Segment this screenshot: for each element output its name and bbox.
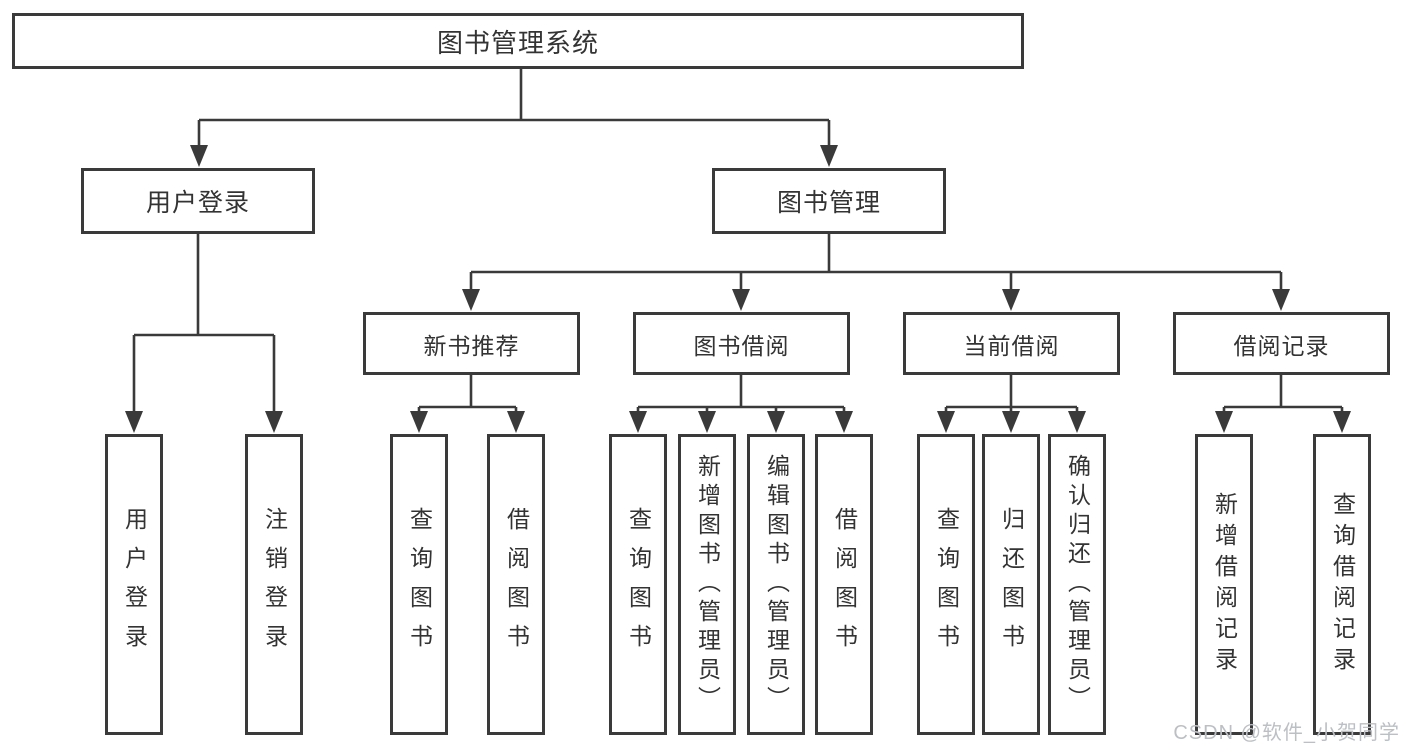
node-label: 归还图书	[998, 506, 1025, 663]
node-label: 编辑图书（管理员）	[763, 454, 790, 715]
arrow-leaf-cb-query	[937, 411, 955, 433]
connector-user-to-leaves	[132, 234, 276, 413]
node-nb-query-books: 查询图书	[390, 434, 448, 735]
node-user-login: 用户登录	[105, 434, 163, 735]
node-cb-query-books: 查询图书	[917, 434, 975, 735]
node-br-add-record: 新增借阅记录	[1195, 434, 1253, 735]
node-label: 图书管理	[776, 189, 881, 217]
node-new-book-recommend: 新书推荐	[363, 312, 580, 375]
node-label: 新增图书（管理员）	[694, 454, 721, 715]
node-label: 借阅图书	[503, 506, 530, 663]
node-label: 用户登录	[121, 506, 148, 663]
node-label: 图书管理系统	[436, 27, 599, 58]
arrow-new-books	[462, 289, 480, 311]
node-label: 查询借阅记录	[1329, 491, 1356, 678]
arrow-leaf-cb-return	[1002, 411, 1020, 433]
node-label: 借阅图书	[831, 506, 858, 663]
node-label: 用户登录	[145, 189, 250, 217]
node-current-borrowing: 当前借阅	[903, 312, 1120, 375]
connector-records-to-leaves	[1222, 375, 1344, 413]
arrow-current-borrowing	[1002, 289, 1020, 311]
node-bb-add-books-admin: 新增图书（管理员）	[678, 434, 736, 735]
watermark: CSDN @软件_小贺同学	[1173, 722, 1400, 744]
node-label: 当前借阅	[963, 332, 1060, 359]
node-user-login-branch: 用户登录	[81, 168, 315, 234]
arrow-leaf-bb-edit	[767, 411, 785, 433]
arrow-leaf-br-query	[1333, 411, 1351, 433]
arrow-borrowing-records	[1272, 289, 1290, 311]
node-bb-borrow-books: 借阅图书	[815, 434, 873, 735]
node-logout: 注销登录	[245, 434, 303, 735]
node-label: 新书推荐	[423, 332, 520, 359]
arrow-leaf-logout	[265, 411, 283, 433]
connector-current-to-leaves	[944, 375, 1079, 413]
connector-root-to-level2	[197, 69, 831, 147]
connector-borrowing-to-leaves	[636, 375, 846, 413]
connector-mgmt-to-level3	[469, 234, 1283, 291]
node-label: 新增借阅记录	[1211, 491, 1238, 678]
node-bb-edit-books-admin: 编辑图书（管理员）	[747, 434, 805, 735]
node-label: 确认归还（管理员）	[1064, 454, 1091, 715]
node-label: 借阅记录	[1233, 332, 1330, 359]
node-cb-return-books: 归还图书	[982, 434, 1040, 735]
node-label: 注销登录	[261, 506, 288, 663]
node-bb-query-books: 查询图书	[609, 434, 667, 735]
arrow-book-mgmt	[820, 145, 838, 167]
arrow-leaf-bb-add	[698, 411, 716, 433]
node-nb-borrow-books: 借阅图书	[487, 434, 545, 735]
arrowheads	[125, 145, 1351, 433]
node-cb-confirm-return-admin: 确认归还（管理员）	[1048, 434, 1106, 735]
node-label: 查询图书	[625, 506, 652, 663]
node-book-borrowing: 图书借阅	[633, 312, 850, 375]
arrow-leaf-bb-query	[629, 411, 647, 433]
arrow-leaf-user-login	[125, 411, 143, 433]
arrow-book-borrowing	[732, 289, 750, 311]
node-label: 查询图书	[933, 506, 960, 663]
arrow-leaf-nb-borrow	[507, 411, 525, 433]
arrow-user-login	[190, 145, 208, 167]
connector-newbooks-to-leaves	[417, 375, 518, 413]
node-label: 查询图书	[406, 506, 433, 663]
node-br-query-record: 查询借阅记录	[1313, 434, 1371, 735]
arrow-leaf-nb-query	[410, 411, 428, 433]
node-book-management-branch: 图书管理	[712, 168, 946, 234]
node-root: 图书管理系统	[12, 13, 1024, 69]
node-borrowing-records: 借阅记录	[1173, 312, 1390, 375]
arrow-leaf-cb-confirm	[1068, 411, 1086, 433]
node-label: 图书借阅	[693, 332, 790, 359]
arrow-leaf-bb-borrow	[835, 411, 853, 433]
arrow-leaf-br-add	[1215, 411, 1233, 433]
